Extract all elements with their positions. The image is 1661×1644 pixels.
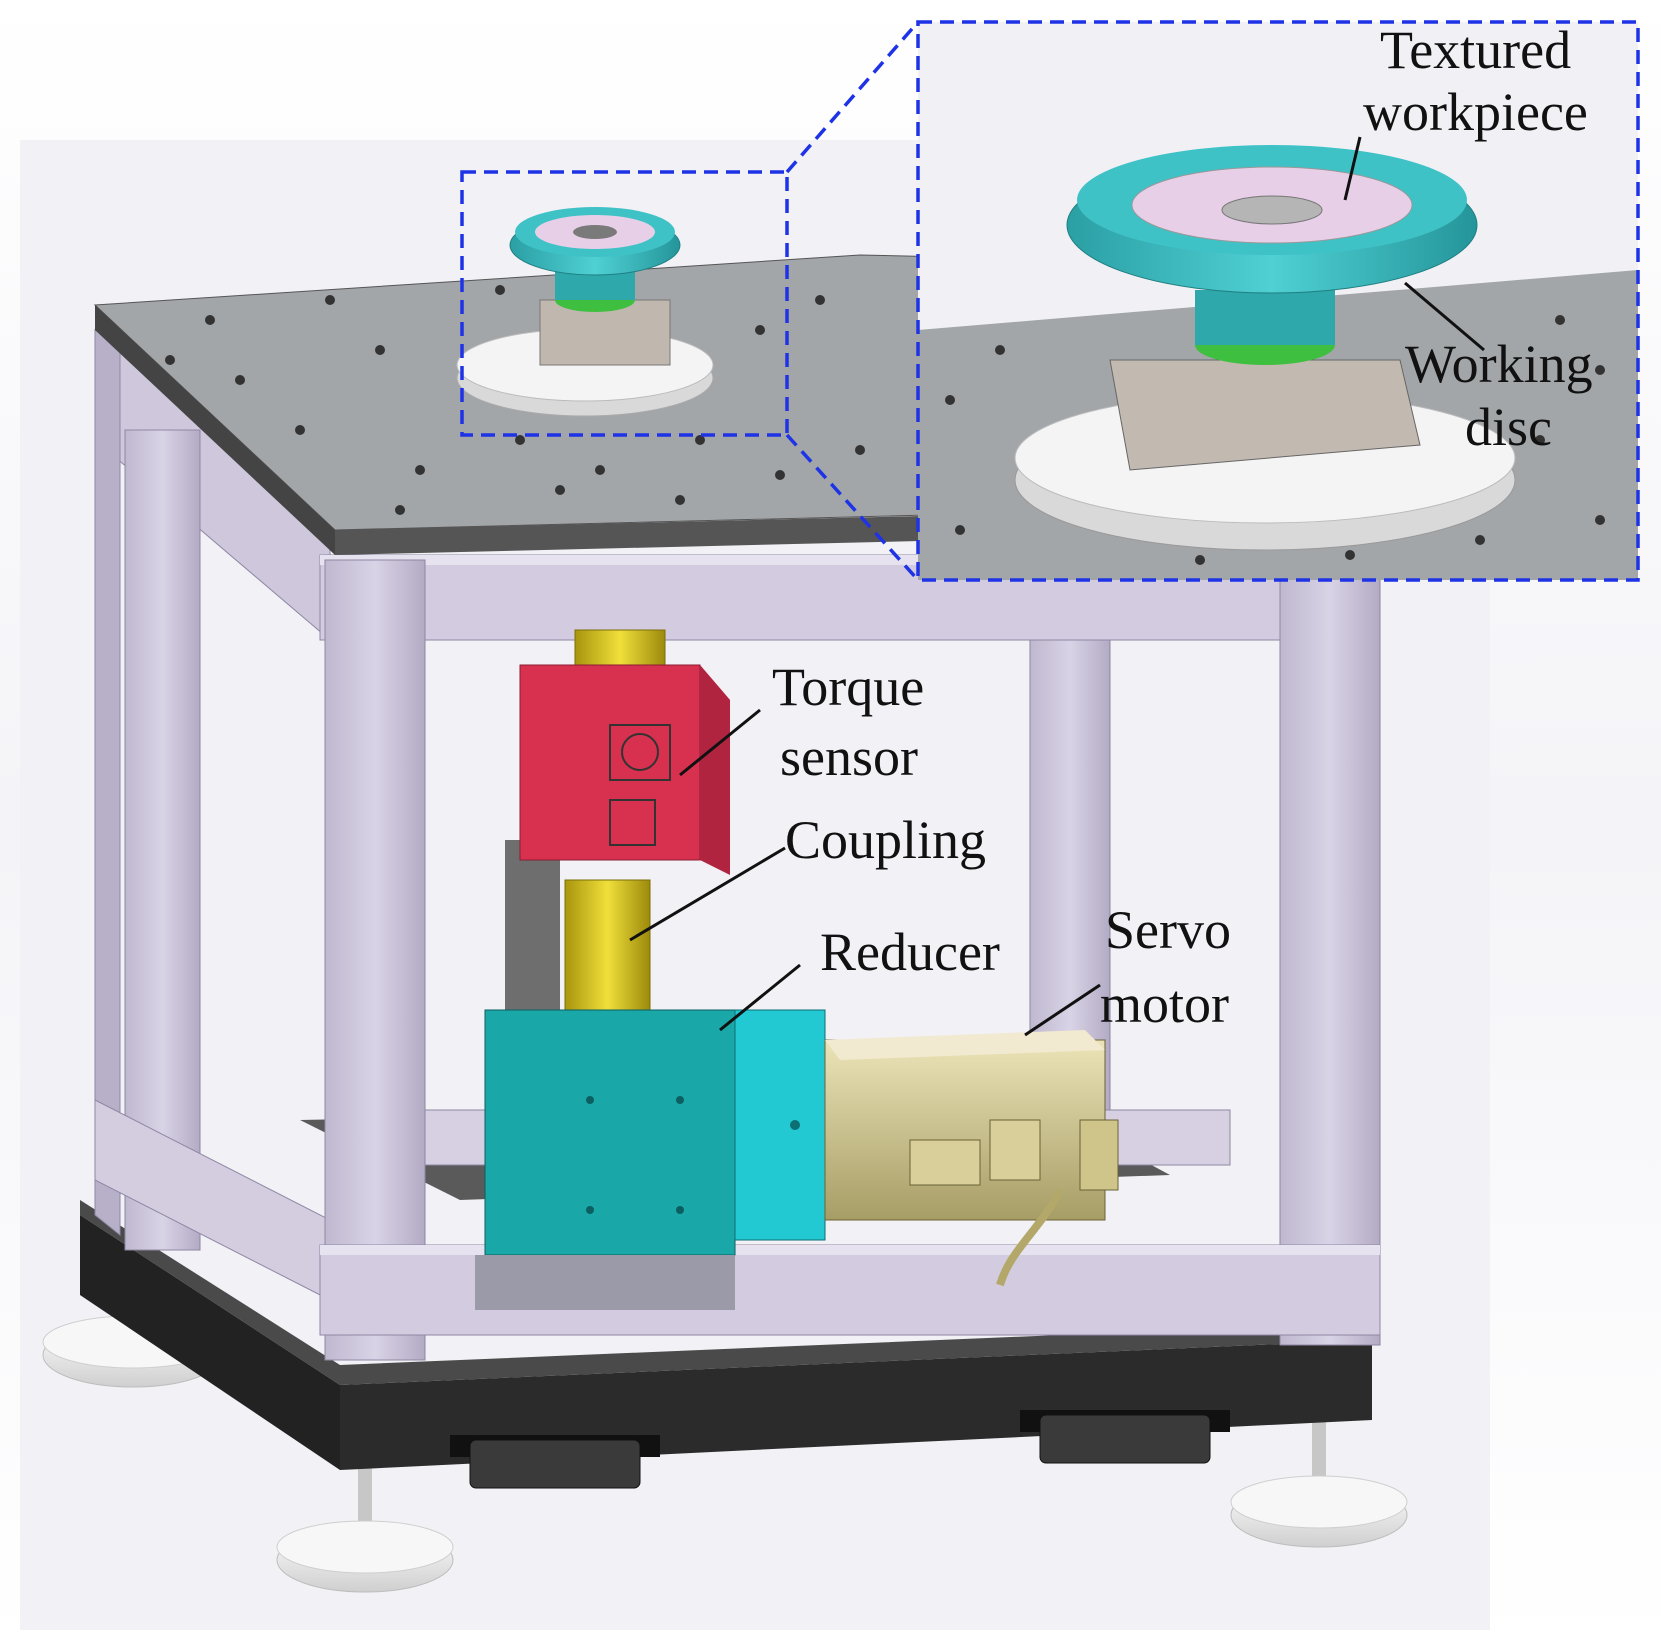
reducer-body bbox=[475, 1009, 826, 1310]
base-plate bbox=[80, 1200, 1372, 1489]
label-reducer: Reducer bbox=[820, 922, 1000, 982]
zoom-connector-lines bbox=[785, 20, 920, 582]
component-labels: Textured workpiece Working disc Torque s… bbox=[772, 20, 1593, 1034]
coupling-body bbox=[564, 879, 651, 1021]
zoom-inset bbox=[918, 22, 1638, 580]
torque-sensor-body bbox=[519, 664, 730, 875]
servo-motor-body bbox=[824, 1030, 1119, 1287]
leader-lines bbox=[629, 136, 1485, 1037]
label-servo-motor-2: motor bbox=[1100, 974, 1229, 1034]
label-working-disc-2: disc bbox=[1465, 397, 1552, 457]
drivetrain bbox=[475, 629, 1119, 1310]
label-torque-sensor-2: sensor bbox=[780, 727, 918, 787]
label-servo-motor-1: Servo bbox=[1105, 900, 1231, 960]
frame-left bbox=[94, 328, 331, 1301]
highlight-box-small bbox=[460, 170, 789, 437]
label-torque-sensor-1: Torque bbox=[772, 657, 924, 717]
highlight-box-zoom bbox=[916, 20, 1640, 582]
label-coupling: Coupling bbox=[785, 810, 986, 870]
label-textured-workpiece-2: workpiece bbox=[1363, 82, 1588, 142]
label-working-disc-1: Working bbox=[1405, 334, 1593, 394]
disc-assembly-small bbox=[456, 207, 714, 417]
label-textured-workpiece-1: Textured bbox=[1380, 20, 1571, 80]
